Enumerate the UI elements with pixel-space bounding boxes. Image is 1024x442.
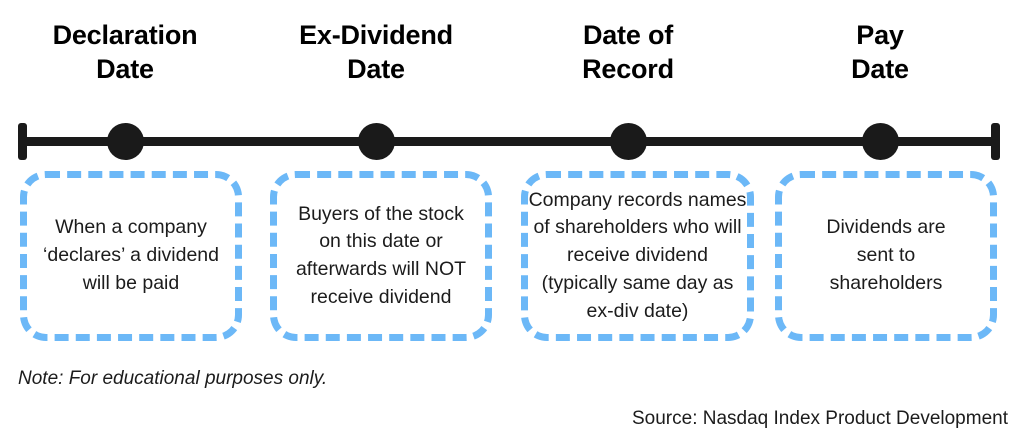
milestone-heading-pay-date: Pay Date [750, 18, 1010, 86]
heading-line-1: Ex-Dividend [299, 20, 453, 50]
heading-line-2: Record [582, 54, 674, 85]
description-text: Buyers of the stock on this date or afte… [295, 202, 467, 308]
heading-line-1: Date of [582, 20, 674, 50]
description-box-date-of-record: Company records names of shareholders wh… [521, 171, 754, 341]
timeline-dot-declaration-date [107, 123, 144, 160]
timeline-axis-bar [18, 137, 1000, 146]
heading-line-1: Pay [856, 20, 904, 50]
timeline-end-cap [991, 123, 1000, 160]
description-box-ex-dividend-date: Buyers of the stock on this date or afte… [270, 171, 492, 341]
milestone-heading-ex-dividend-date: Ex-Dividend Date [246, 18, 506, 86]
timeline-dot-date-of-record [610, 123, 647, 160]
timeline-dot-ex-dividend-date [358, 123, 395, 160]
heading-line-1: Declaration [52, 20, 198, 50]
description-box-declaration-date: When a company ‘declares’ a dividend wil… [20, 171, 242, 341]
educational-note: Note: For educational purposes only. [18, 368, 328, 389]
description-text: Company records names of shareholders wh… [528, 188, 747, 322]
description-text: Dividends are sent to shareholders [826, 216, 946, 294]
milestone-heading-date-of-record: Date of Record [498, 18, 758, 86]
heading-line-2: Date [96, 54, 154, 85]
description-box-pay-date: Dividends are sent to shareholders [775, 171, 997, 341]
heading-line-2: Date [347, 54, 405, 85]
description-text: When a company ‘declares’ a dividend wil… [43, 216, 219, 294]
timeline-start-cap [18, 123, 27, 160]
source-attribution: Source: Nasdaq Index Product Development [632, 408, 1008, 429]
milestone-heading-declaration-date: Declaration Date [0, 18, 255, 86]
timeline-dot-pay-date [862, 123, 899, 160]
heading-line-2: Date [851, 54, 909, 85]
